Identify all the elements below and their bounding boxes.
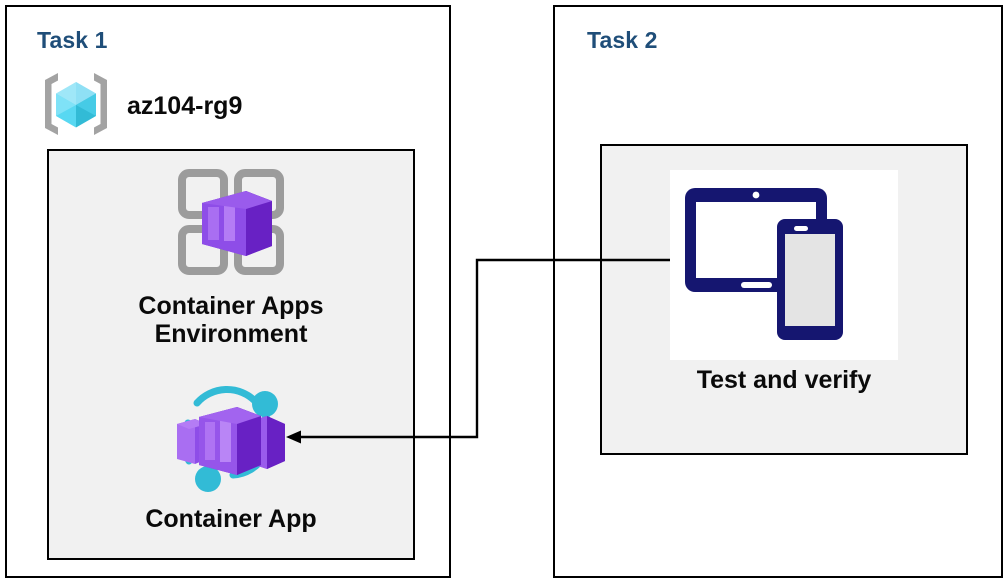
task-1-inner-box: Container Apps Environment: [47, 149, 415, 560]
container-apps-environment-label: Container Apps Environment: [138, 292, 324, 348]
node-container-apps-environment: Container Apps Environment: [49, 163, 413, 348]
task-2-title: Task 2: [587, 27, 658, 53]
devices-icon: [670, 170, 898, 360]
task-2-inner-box: Test and verify: [600, 144, 968, 455]
ring-dot-top: [252, 391, 278, 417]
container-app-label: Container App: [145, 505, 317, 533]
container-app-icon: [161, 379, 301, 499]
task-1-title: Task 1: [37, 27, 108, 53]
task-2-panel: Task 2 Test and verif: [553, 5, 1003, 578]
task-1-panel: Task 1: [5, 5, 451, 578]
container-apps-environment-icon: [172, 163, 290, 286]
ring-dot-bottom: [195, 466, 221, 492]
node-container-app: Container App: [49, 379, 413, 533]
azure-resource-group-icon: [39, 69, 113, 144]
node-test-and-verify: Test and verify: [602, 170, 966, 394]
resource-group-row: az104-rg9: [39, 69, 242, 144]
test-and-verify-label: Test and verify: [696, 366, 872, 394]
resource-group-label: az104-rg9: [127, 92, 243, 120]
